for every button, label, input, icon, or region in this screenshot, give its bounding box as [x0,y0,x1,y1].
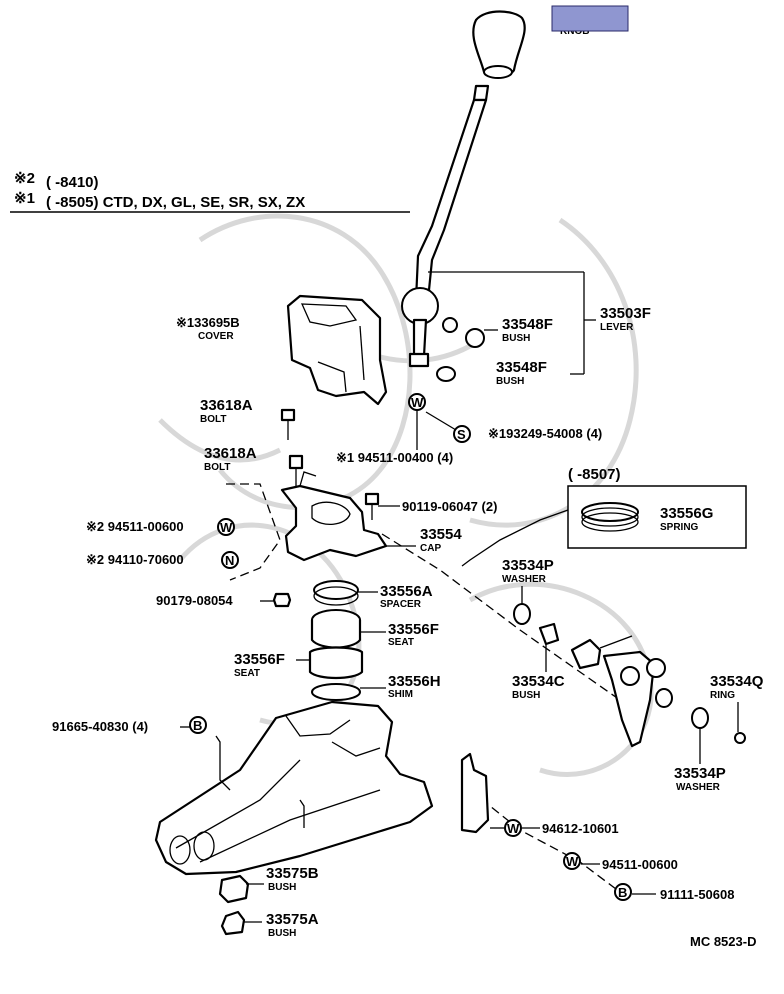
svg-text:W: W [220,520,233,535]
part-number-bush-a[interactable]: 33575A [266,911,319,928]
part-number-bolt-1[interactable]: 33618A [200,397,253,414]
washer-s-group: S [425,411,471,443]
spring-leader [461,509,569,567]
nut-90179-part [272,592,292,608]
bush-33575a [220,910,262,936]
washer-94511-symbol-group: W [563,852,600,870]
part-number-bush-c[interactable]: 33534C [512,673,565,690]
part-name-bush-lower: BUSH [496,376,524,387]
dashed-guide-bottom [469,789,621,893]
dashed-guide-left [226,483,281,581]
shift-lever-assembly [401,10,526,368]
part-number-cap[interactable]: 33554 [420,526,462,543]
ring-part [734,732,746,744]
bolt-b1-symbol-group: B [189,716,207,734]
part-number-seat-right[interactable]: 33556F [388,621,439,638]
washer-s-symbol: S [457,427,466,442]
seat-33556f-lower [296,646,364,680]
note-mark-2: ※2 [14,170,35,187]
svg-text:W: W [566,854,579,869]
part-number-bush-b[interactable]: 33575B [266,865,319,882]
bush-33575b [218,874,264,904]
header-notes: ※2 ( -8410) ※1 ( -8505) CTD, DX, GL, SE,… [10,170,410,213]
washer-w1-group: W [408,393,426,450]
svg-text:B: B [193,718,202,733]
nut-n2-symbol-group: N [221,551,239,569]
part-number-nut-n2[interactable]: ※2 94110-70600 [86,552,184,567]
part-number-spring[interactable]: 33556G [660,505,713,522]
seat-33556f-upper [310,609,386,649]
part-number-shim[interactable]: 33556H [388,673,441,690]
part-number-nut-90179[interactable]: 90179-08054 [156,593,233,608]
lever-bracket [428,271,596,375]
knob-label: KNOB [551,5,629,37]
spacer-33556a [313,580,378,606]
spring-33556g [581,502,639,532]
part-name-spacer: SPACER [380,599,422,610]
diagram-code: MC 8523-D [690,934,756,949]
washer-p2-part [691,707,709,729]
part-number-seat-left[interactable]: 33556F [234,651,285,668]
part-number-washer-s[interactable]: ※193249-54008 (4) [488,426,602,441]
part-name-bush-upper: BUSH [502,333,530,344]
part-name-bush-b: BUSH [268,882,296,893]
cover-33695b [286,294,388,406]
bolt-91111-symbol-group: B [614,883,656,901]
bolt-33618a-upper [280,408,296,440]
part-name-washer-p1: WASHER [502,574,547,585]
part-number-bolt-2[interactable]: 33618A [204,445,257,462]
part-name-cap: CAP [420,543,441,554]
select-lever-assembly [570,635,673,748]
part-number-washer-w1[interactable]: ※1 94511-00400 (4) [336,450,453,465]
note-range-2: ( -8410) [46,174,99,191]
part-name-washer-p2: WASHER [676,782,721,793]
bolt-90119 [364,492,400,520]
bush-33534c [538,622,560,672]
bolt-33618a-lower [288,454,304,486]
part-number-washer-p1[interactable]: 33534P [502,557,554,574]
svg-text:B: B [618,885,627,900]
spring-range-note: ( -8507) [568,466,621,483]
note-mark-1: ※1 [14,190,35,207]
part-number-spacer[interactable]: 33556A [380,583,433,600]
part-name-seat-right: SEAT [388,637,414,648]
part-number-cover[interactable]: ※133695B [176,315,240,330]
cap-33554 [280,471,416,562]
part-number-bush-lower[interactable]: 33548F [496,359,547,376]
part-name-bolt-2: BOLT [204,462,230,473]
part-number-washer-w2[interactable]: ※2 94511-00600 [86,519,184,534]
part-number-lever[interactable]: 33503F [600,305,651,322]
part-number-bolt-b1[interactable]: 91665-40830 (4) [52,719,148,734]
part-name-ring: RING [710,690,735,701]
part-name-shim: SHIM [388,689,413,700]
svg-text:N: N [225,553,234,568]
part-name-lever: LEVER [600,322,634,333]
part-number-ring[interactable]: 33534Q [710,673,764,690]
note-range-1: ( -8505) CTD, DX, GL, SE, SR, SX, ZX [46,194,305,211]
knob-highlight-box [551,5,629,32]
bush-33548f-parts [436,317,485,382]
shift-lever-housing [154,700,434,876]
part-name-bolt-1: BOLT [200,414,226,425]
part-name-bush-a: BUSH [268,928,296,939]
part-number-washer-94511[interactable]: 94511-00600 [602,857,678,872]
part-number-washer-94612[interactable]: 94612-10601 [542,821,619,836]
part-number-bush-upper[interactable]: 33548F [502,316,553,333]
washer-94612-symbol-group: W [504,819,540,837]
washer-w2-symbol-group: W [217,518,235,536]
part-name-spring: SPRING [660,522,699,533]
washer-w1-symbol: W [411,395,424,410]
part-name-bush-c: BUSH [512,690,540,701]
part-number-bolt-91111[interactable]: 91111-50608 [660,887,734,902]
part-number-washer-p2[interactable]: 33534P [674,765,726,782]
washer-p1-part [513,603,531,625]
shim-33556h [311,683,386,701]
side-bracket [460,752,504,834]
part-number-bolt-90119[interactable]: 90119-06047 (2) [402,499,497,514]
svg-text:W: W [507,821,520,836]
part-name-cover: COVER [198,331,234,342]
dashed-guide-right [381,533,637,741]
part-name-seat-left: SEAT [234,668,260,679]
